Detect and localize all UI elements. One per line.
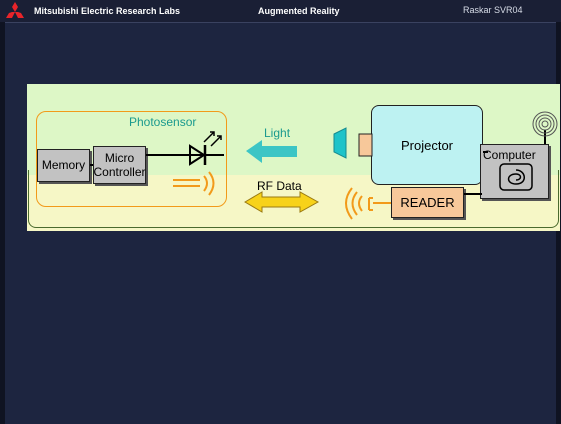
photosensor-label: Photosensor bbox=[129, 115, 197, 129]
light-arrow bbox=[246, 140, 297, 163]
reader-label: READER bbox=[400, 195, 455, 210]
author-tag: Raskar SVR04 bbox=[463, 5, 523, 15]
left-strip bbox=[0, 22, 5, 424]
micro-label-line2: Controller bbox=[93, 165, 146, 179]
photodiode-icon bbox=[186, 131, 224, 166]
mitsubishi-logo-icon bbox=[6, 2, 24, 18]
photosensor-group bbox=[36, 111, 227, 207]
diagram-frame bbox=[28, 170, 559, 228]
computer-antenna-icon bbox=[532, 111, 558, 144]
computer-label: Computer bbox=[483, 148, 536, 162]
light-label: Light bbox=[264, 126, 291, 140]
slide-title: Augmented Reality bbox=[258, 6, 340, 16]
memory-box: Memory bbox=[37, 149, 90, 182]
projector-box: Projector bbox=[371, 105, 483, 185]
projector-lens-icon bbox=[333, 127, 373, 159]
memory-label: Memory bbox=[41, 158, 86, 173]
rf-data-label: RF Data bbox=[257, 179, 302, 193]
rf-data-arrow bbox=[244, 191, 320, 213]
projector-label: Projector bbox=[400, 137, 454, 153]
reader-box: READER bbox=[391, 187, 464, 218]
micro-label-line1: Micro bbox=[104, 150, 135, 165]
tag-rf-antenna-icon bbox=[173, 171, 215, 196]
computer-spiral-icon bbox=[499, 163, 533, 191]
header-bar: Mitsubishi Electric Research Labs Augmen… bbox=[0, 0, 561, 23]
org-name: Mitsubishi Electric Research Labs bbox=[34, 6, 181, 16]
reader-antenna-icon bbox=[345, 187, 391, 220]
micro-controller-box: Micro Controller bbox=[93, 146, 146, 184]
